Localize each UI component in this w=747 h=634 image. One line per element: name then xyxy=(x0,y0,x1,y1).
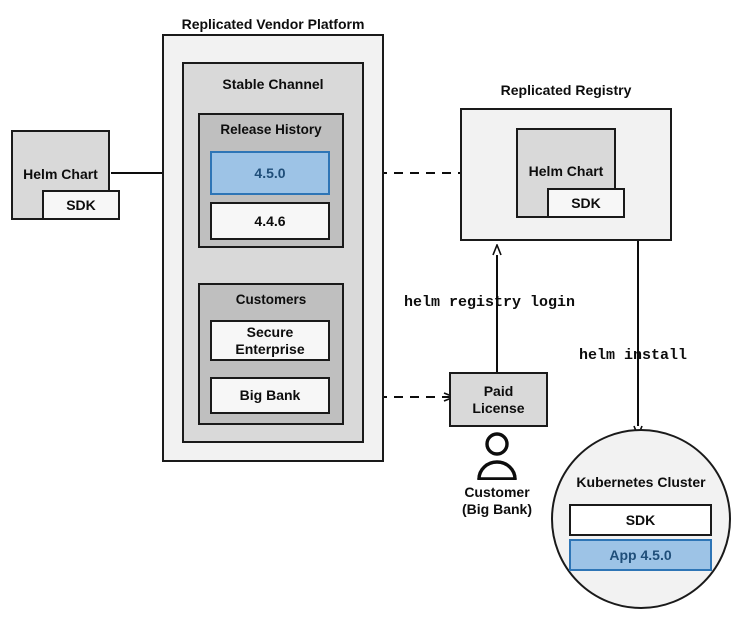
cluster-app-box: App 4.5.0 xyxy=(569,539,712,571)
source-helm-chart-label: Helm Chart xyxy=(23,166,98,182)
customer-secure-enterprise[interactable]: Secure Enterprise xyxy=(210,320,330,361)
customer-big-bank[interactable]: Big Bank xyxy=(210,377,330,414)
person-icon xyxy=(472,432,522,481)
release-version-previous[interactable]: 4.4.6 xyxy=(210,202,330,240)
registry-sdk-label: SDK xyxy=(571,194,601,211)
command-helm-install: helm install xyxy=(579,347,688,364)
release-version-current[interactable]: 4.5.0 xyxy=(210,151,330,195)
registry-sdk-box: SDK xyxy=(547,188,625,218)
customer-actor-caption: Customer (Big Bank) xyxy=(427,484,567,518)
kubernetes-cluster-label: Kubernetes Cluster xyxy=(576,474,706,490)
customer-secure-enterprise-line2: Enterprise xyxy=(235,340,305,357)
customer-actor-line1: Customer xyxy=(464,484,530,500)
vendor-platform-title: Replicated Vendor Platform xyxy=(181,16,365,32)
customers-label: Customers xyxy=(235,292,307,307)
registry-helm-chart-label: Helm Chart xyxy=(528,163,604,179)
release-version-previous-label: 4.4.6 xyxy=(254,212,286,229)
cluster-sdk-label: SDK xyxy=(625,511,656,528)
paid-license-box: Paid License xyxy=(449,372,548,427)
cluster-app-label: App 4.5.0 xyxy=(609,546,672,563)
cluster-sdk-box: SDK xyxy=(569,504,712,536)
customer-secure-enterprise-line1: Secure xyxy=(246,323,294,340)
registry-title: Replicated Registry xyxy=(500,82,632,98)
source-sdk-label: SDK xyxy=(66,196,96,213)
paid-license-line2: License xyxy=(472,399,525,416)
customer-actor-line2: (Big Bank) xyxy=(462,500,532,517)
release-history-label: Release History xyxy=(220,122,322,137)
paid-license-line1: Paid xyxy=(483,382,514,399)
command-registry-login: helm registry login xyxy=(404,294,576,311)
stable-channel-label: Stable Channel xyxy=(222,76,324,92)
customer-big-bank-label: Big Bank xyxy=(239,387,301,404)
source-sdk-box: SDK xyxy=(42,190,120,220)
release-version-current-label: 4.5.0 xyxy=(254,164,286,181)
